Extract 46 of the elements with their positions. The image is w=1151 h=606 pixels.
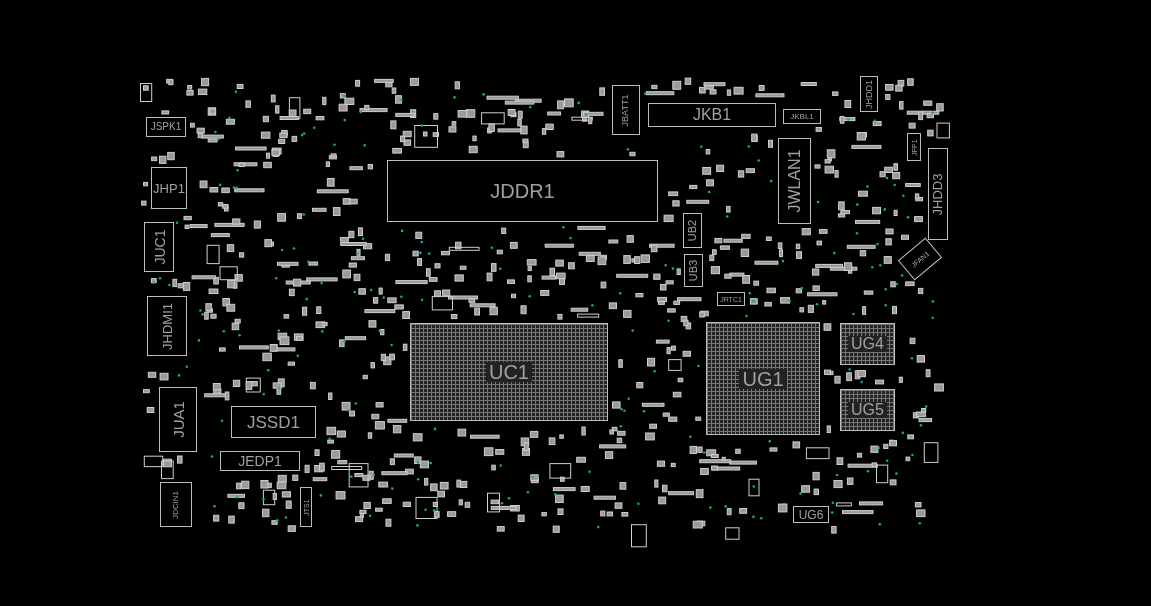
reference-designator: UG4 [848, 336, 887, 352]
reference-designator: JHP1 [153, 181, 185, 195]
component-outline [300, 487, 312, 527]
component-outline [612, 85, 640, 135]
reference-designator: JBATT1 [621, 94, 631, 126]
component-outline [220, 451, 300, 471]
component-outline [793, 506, 829, 523]
reference-designator: JSPK1 [150, 122, 182, 132]
component-outline [783, 109, 821, 124]
component-outline [151, 167, 187, 209]
component-outline [907, 133, 921, 161]
reference-designator: JEDP1 [238, 454, 282, 468]
component-outline [144, 222, 174, 272]
reference-designator: JSSD1 [247, 413, 300, 431]
component-outline [860, 76, 878, 112]
component-outline [928, 148, 948, 240]
reference-designator: UB3 [688, 259, 699, 282]
reference-designator: JHDMI1 [160, 302, 174, 350]
reference-designator: UG5 [848, 402, 887, 418]
reference-designator: UB2 [687, 219, 698, 242]
reference-designator: JUC1 [152, 229, 166, 265]
reference-designator: UG1 [739, 368, 787, 389]
reference-designator: JDDR1 [490, 181, 555, 201]
component-outline [778, 138, 811, 224]
chip-footprint [840, 323, 895, 365]
reference-designator: UC1 [486, 362, 532, 382]
component-outline [159, 387, 197, 452]
reference-designator: JKBL1 [790, 112, 814, 121]
chip-footprint [410, 323, 608, 421]
chip-footprint [840, 389, 895, 431]
reference-designator: JHDD3 [931, 173, 945, 215]
chip-footprint [706, 322, 820, 435]
reference-designator: JUA1 [170, 401, 186, 438]
reference-designator: JDCIN1 [172, 490, 180, 519]
reference-designator: JWLAN1 [786, 149, 803, 213]
component-outline [683, 213, 702, 248]
reference-designator: JKB1 [692, 107, 732, 123]
component-outline [160, 482, 192, 527]
component-outline [648, 103, 776, 127]
component-outline [147, 296, 187, 356]
reference-designator: JHDD1 [864, 79, 874, 109]
component-outline [231, 406, 316, 438]
component-outline [387, 160, 658, 222]
reference-designator: UG6 [798, 508, 824, 521]
component-outline [684, 254, 703, 287]
component-outline [146, 117, 186, 137]
